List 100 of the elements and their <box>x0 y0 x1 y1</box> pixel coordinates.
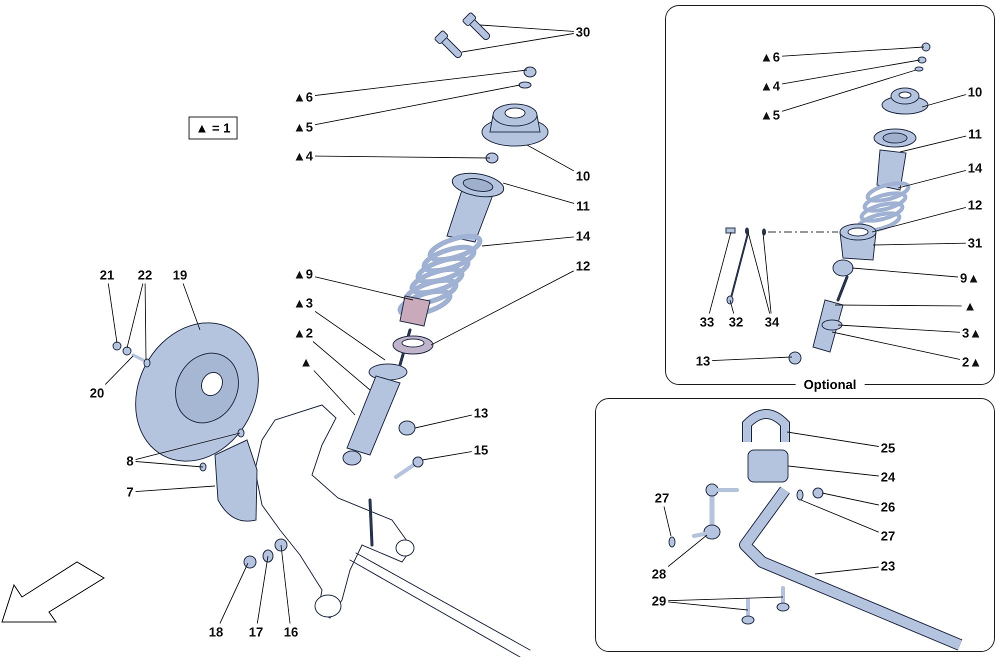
callout-number: ▲6 <box>760 50 780 64</box>
leader-line <box>922 94 966 108</box>
leader-line <box>800 500 880 533</box>
leader-line <box>314 70 528 96</box>
leader-line <box>422 451 472 460</box>
leader-line <box>762 232 772 314</box>
leader-line <box>782 46 924 57</box>
leader-line <box>898 170 966 188</box>
leader-line <box>782 70 916 112</box>
callout-number: 21 <box>100 268 114 282</box>
leader-line <box>838 324 960 333</box>
panel-frame <box>595 398 995 652</box>
leader-line <box>668 534 708 567</box>
callout-number: ▲ <box>964 298 976 314</box>
callout-number: ▲9 <box>292 266 314 282</box>
callout-number: 23 <box>880 558 896 574</box>
leader-line <box>182 283 200 330</box>
leader-line <box>480 24 574 32</box>
leader-line <box>144 283 146 360</box>
leader-line <box>462 33 574 52</box>
leader-line <box>135 432 240 460</box>
leader-line <box>730 300 734 314</box>
callout-number: ▲3 <box>292 296 314 310</box>
callout-number: 22 <box>138 268 152 282</box>
callout-number: 29 <box>652 594 666 608</box>
leader-line <box>834 304 962 306</box>
callout-number: 10 <box>576 168 590 184</box>
callout-number: 14 <box>968 160 982 176</box>
leader-line <box>668 596 784 602</box>
callout-number: 20 <box>90 386 104 400</box>
leader-line <box>526 144 574 172</box>
callout-number: 13 <box>474 406 488 420</box>
leader-line <box>900 136 967 152</box>
callout-number: 24 <box>880 470 896 484</box>
leader-line <box>872 206 966 232</box>
callout-number: ▲4 <box>292 148 314 164</box>
leader-line <box>126 283 144 348</box>
callout-number: 8 <box>126 454 134 468</box>
leader-line <box>852 268 958 278</box>
callout-number: 7 <box>126 484 134 500</box>
callout-number: 11 <box>576 198 590 214</box>
callout-number: 13 <box>696 354 710 368</box>
callout-number: 26 <box>880 500 896 514</box>
callout-number: 12 <box>968 198 982 212</box>
leader-line <box>782 60 920 84</box>
callout-number: ▲5 <box>292 120 314 134</box>
leader-line <box>786 432 880 447</box>
leader-line <box>430 270 574 346</box>
leader-line <box>280 544 290 624</box>
leader-line <box>664 506 672 536</box>
leader-line <box>314 276 414 300</box>
callout-number: 12 <box>576 258 590 274</box>
callout-number: 27 <box>654 490 670 506</box>
callout-number: 17 <box>248 624 264 640</box>
leader-line <box>712 356 792 362</box>
leader-line <box>314 310 386 360</box>
callout-number: 10 <box>968 84 982 100</box>
callout-number: 32 <box>728 314 744 330</box>
leader-line <box>313 370 356 416</box>
callout-number: 14 <box>576 228 590 244</box>
leader-line <box>135 461 204 468</box>
callout-number: 15 <box>474 442 488 458</box>
callout-number: 9▲ <box>960 270 980 286</box>
leader-line <box>135 486 216 492</box>
leader-line <box>748 232 770 314</box>
leader-line <box>814 566 880 574</box>
callout-number: 3▲ <box>962 326 982 340</box>
callout-number: ▲ <box>300 354 312 370</box>
callout-number: 34 <box>764 314 780 330</box>
callout-number: 31 <box>968 236 982 250</box>
leader-line <box>872 242 966 246</box>
callout-number: 19 <box>172 268 188 282</box>
leader-line <box>312 341 370 390</box>
callout-number: 28 <box>652 566 666 582</box>
leader-line <box>708 232 732 314</box>
callout-number: 18 <box>208 624 224 640</box>
leader-line <box>414 414 472 428</box>
leader-line <box>788 466 880 476</box>
callout-number: ▲6 <box>292 90 314 104</box>
leader-line <box>219 562 248 624</box>
callout-number: ▲2 <box>292 326 314 340</box>
callout-number: 2▲ <box>962 354 982 370</box>
callout-number: ▲4 <box>760 78 780 94</box>
callout-number: 30 <box>576 24 590 40</box>
quantity-note: ▲ = 1 <box>188 116 238 140</box>
leader-line <box>314 156 490 158</box>
callout-number: 27 <box>880 528 896 544</box>
callout-number: 33 <box>700 314 714 330</box>
leader-line <box>314 84 520 126</box>
leader-line <box>256 556 268 624</box>
leader-line <box>832 332 960 360</box>
panel-title: Optional <box>796 377 864 393</box>
callout-number: 16 <box>284 624 298 640</box>
leader-line <box>108 283 118 344</box>
callout-number: 25 <box>880 440 896 456</box>
callout-number: 11 <box>968 126 982 142</box>
leader-line <box>822 492 880 506</box>
callout-number: ▲5 <box>760 108 780 122</box>
leader-line <box>668 601 748 610</box>
leader-line <box>104 356 134 385</box>
